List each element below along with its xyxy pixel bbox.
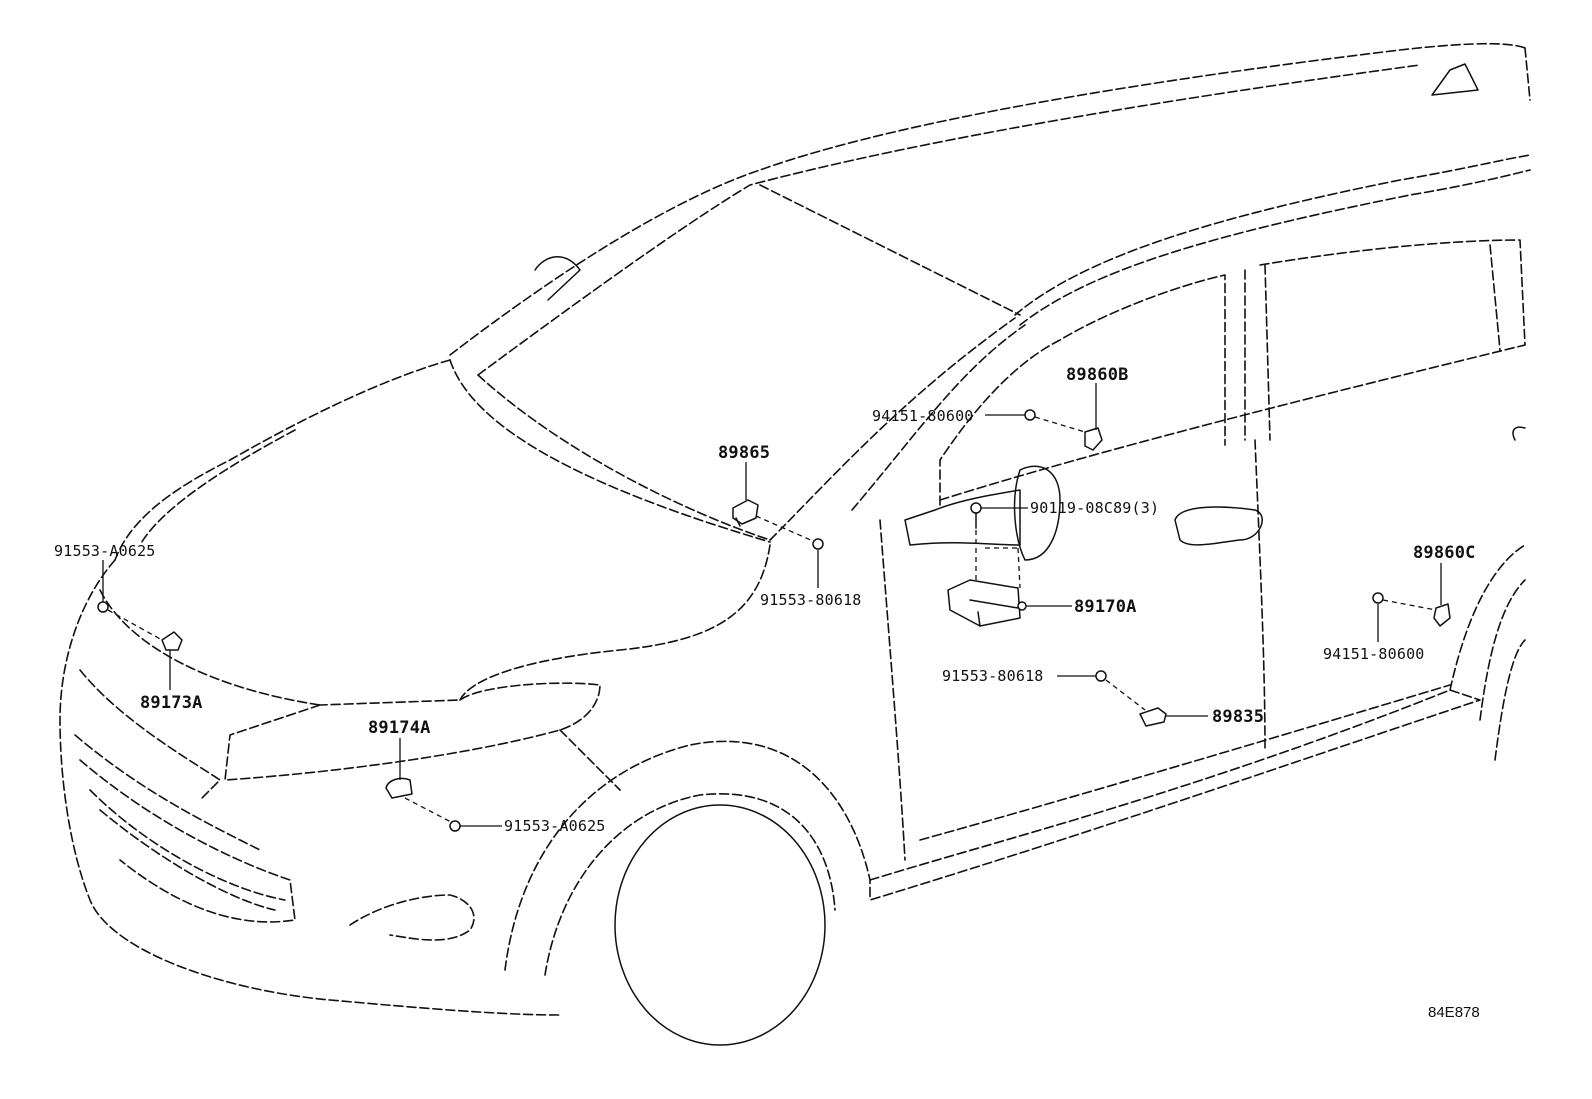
front-airbag-sensor-89173a-shape: [161, 631, 183, 651]
label-90119-08c89: 90119-08C89(3): [1030, 499, 1159, 517]
side-airbag-sensor-89860b-shape: [1084, 427, 1103, 451]
nut-94151-80600-right-shape: [1372, 592, 1384, 604]
airbag-sensor-assembly-89170a-shape: [947, 579, 1027, 627]
label-94151-80600-right: 94151-80600: [1323, 645, 1425, 663]
label-91553-a0625-bottom: 91553-A0625: [504, 817, 606, 835]
bolt-90119-08c89-shape: [970, 502, 982, 529]
bolt-91553-a0625-left-shape: [97, 601, 109, 613]
label-89170a: 89170A: [1074, 597, 1137, 617]
vehicle-body-outline: [59, 42, 1531, 1046]
label-89173a: 89173A: [140, 693, 203, 713]
front-airbag-sensor-89865-shape: [732, 499, 759, 527]
label-89865: 89865: [718, 443, 770, 463]
label-91553-80618-pillar: 91553-80618: [760, 591, 862, 609]
label-89835: 89835: [1212, 707, 1264, 727]
side-airbag-sensor-89835-shape: [1139, 707, 1167, 727]
bolt-91553-80618-sill-shape: [1095, 670, 1107, 682]
leader-lines: [102, 383, 1442, 827]
drawing-code: 84E878: [1428, 1004, 1480, 1021]
side-airbag-sensor-89860c-shape: [1433, 603, 1451, 627]
label-94151-80600-top: 94151-80600: [872, 407, 974, 425]
label-89860b: 89860B: [1066, 365, 1129, 385]
label-89860c: 89860C: [1413, 543, 1476, 563]
label-91553-80618-sill: 91553-80618: [942, 667, 1044, 685]
bolt-91553-a0625-bottom-shape: [449, 820, 461, 832]
front-airbag-sensor-89174a-shape: [385, 777, 413, 799]
nut-94151-80600-top-shape: [1024, 409, 1036, 421]
bolt-91553-80618-pillar-shape: [812, 538, 824, 550]
label-89174a: 89174A: [368, 718, 431, 738]
label-91553-a0625-left: 91553-A0625: [54, 542, 156, 560]
